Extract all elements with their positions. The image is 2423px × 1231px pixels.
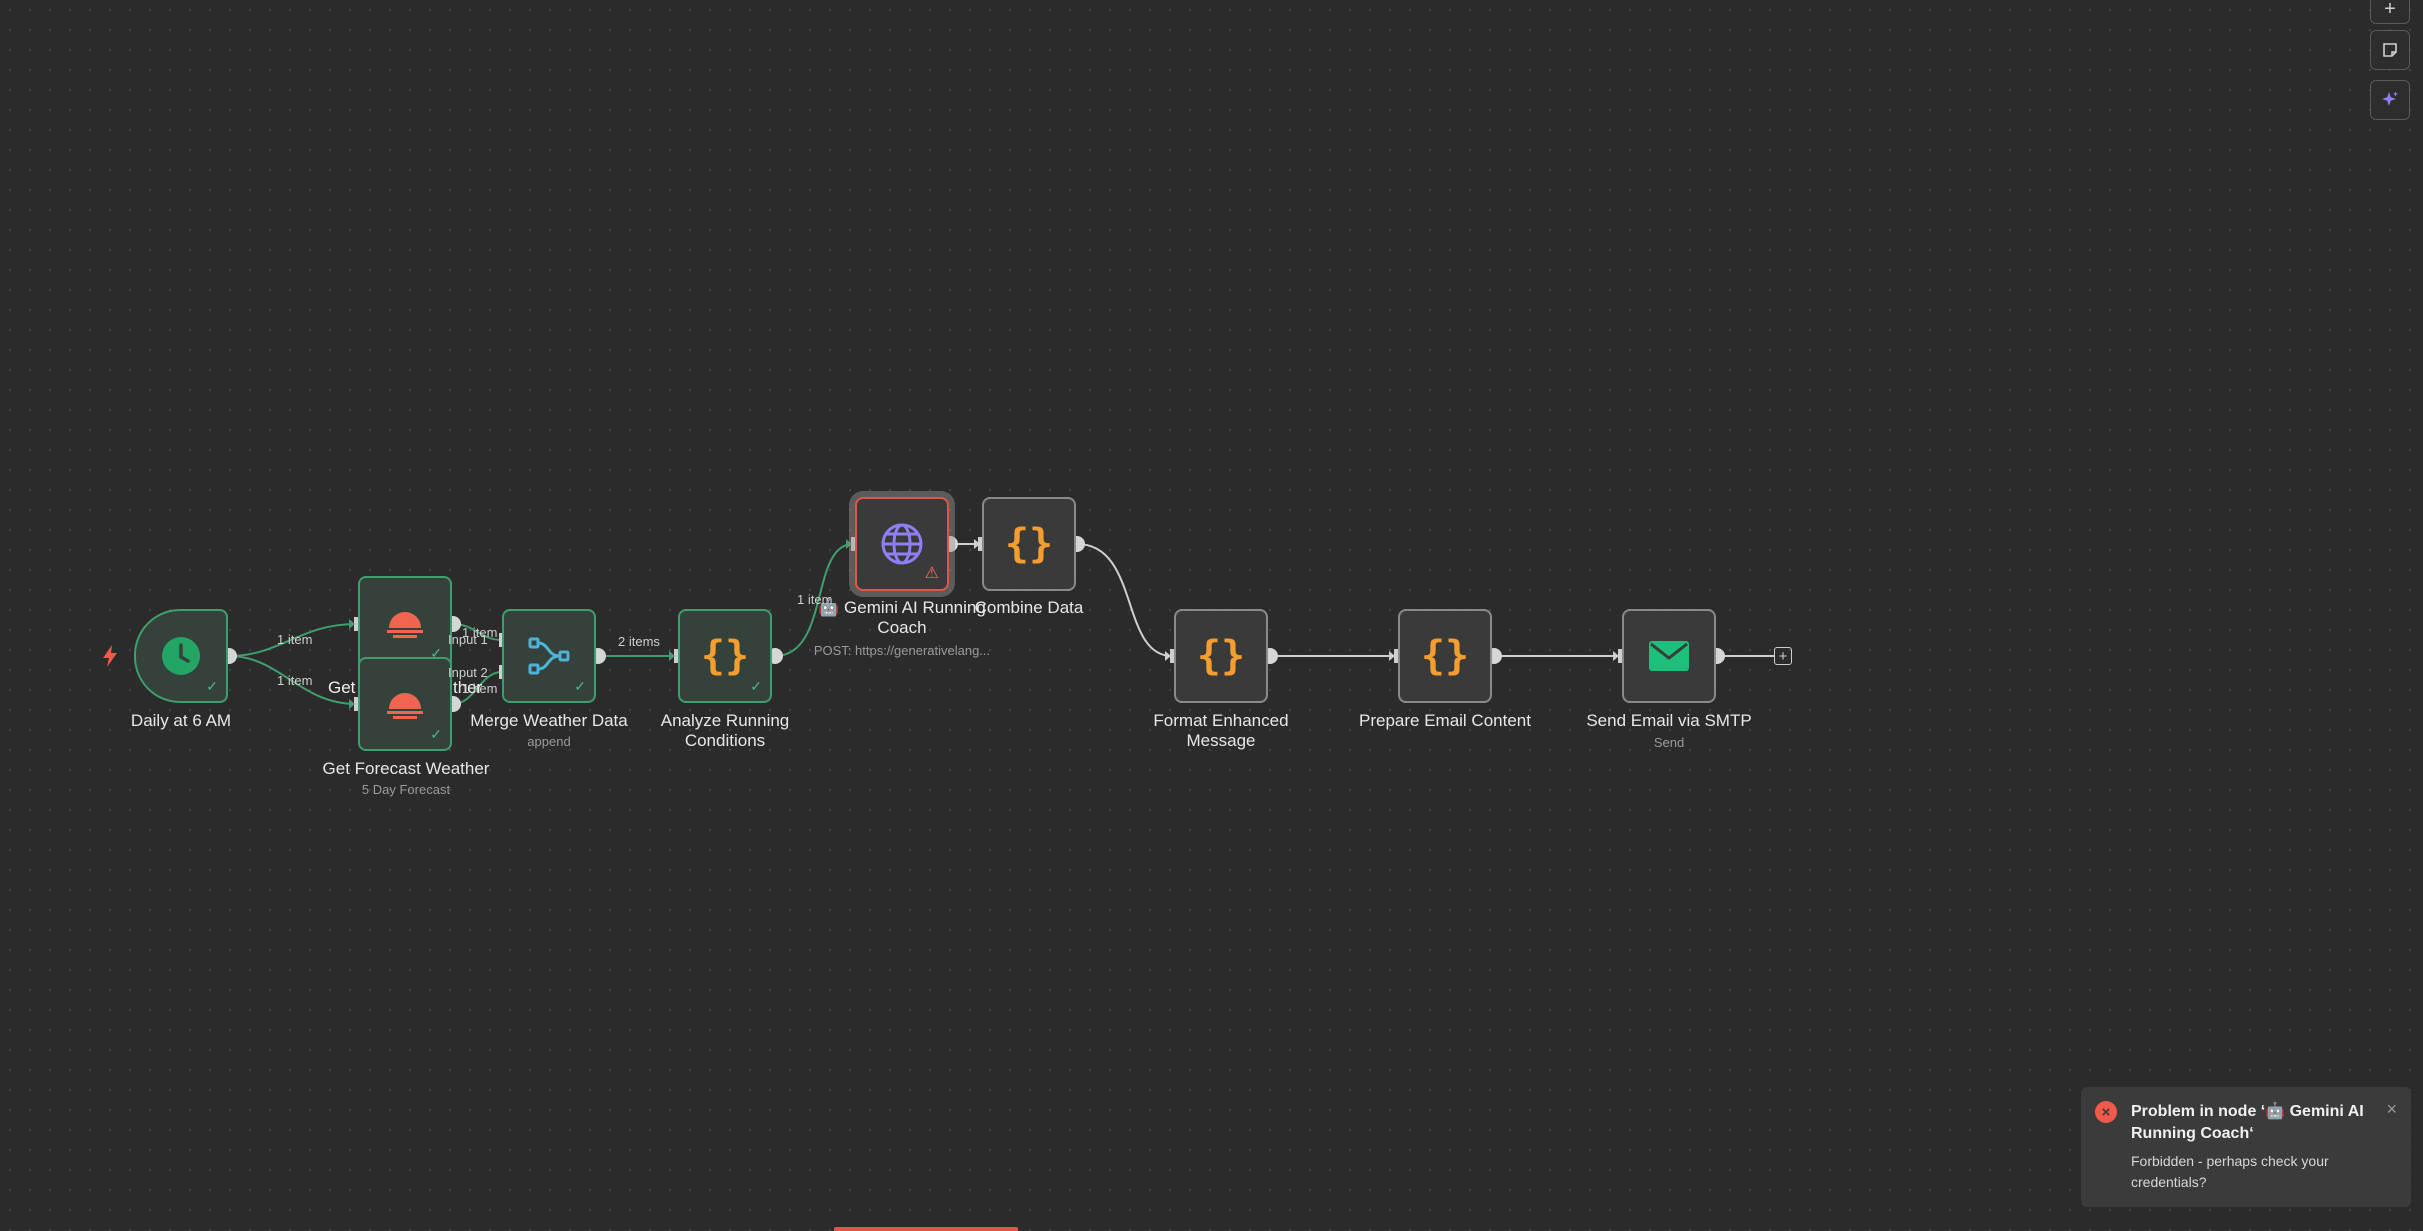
edge-label-current-merge: 1 item	[462, 625, 498, 640]
braces-icon: {}	[1004, 521, 1054, 567]
sticky-note-button[interactable]	[2370, 30, 2410, 70]
node-daily-label: Daily at 6 AM	[130, 711, 232, 730]
node-daily-at-6am[interactable]: ✓	[134, 609, 228, 703]
node-send-email-smtp[interactable]	[1622, 609, 1716, 703]
add-node-button[interactable]: +	[1774, 647, 1792, 665]
edge-analyze-gemini	[774, 543, 854, 657]
clock-icon	[162, 637, 200, 675]
edge-label-merge-analyze: 2 items	[618, 634, 660, 649]
node-combine-label: Combine Data	[974, 598, 1084, 617]
node-analyze-label-line2: Conditions	[684, 731, 766, 750]
node-gemini-ai-running-coach[interactable]: ⚠	[855, 497, 949, 591]
sparkle-icon	[2382, 91, 2398, 106]
edge-combine-format	[1076, 543, 1173, 657]
trigger-bolt-icon[interactable]	[100, 644, 120, 668]
node-merge-subtitle: append	[527, 734, 571, 749]
success-check-icon: ✓	[574, 678, 586, 694]
sunset-icon	[387, 612, 423, 638]
toast-message: Forbidden - perhaps check your credentia…	[2131, 1153, 2329, 1190]
node-prepare-email-content[interactable]: {}	[1398, 609, 1492, 703]
node-send-subtitle: Send	[1653, 735, 1685, 750]
node-current-label-fragment-2: ther	[453, 678, 483, 697]
execute-workflow-button-edge[interactable]	[834, 1227, 1018, 1231]
node-format-enhanced-message[interactable]: {}	[1174, 609, 1268, 703]
edge-daily-current	[228, 623, 357, 657]
braces-icon: {}	[700, 633, 750, 679]
node-analyze-label-line1: Analyze Running	[660, 711, 790, 730]
success-check-icon: ✓	[430, 645, 442, 661]
braces-icon: {}	[1196, 633, 1246, 679]
node-combine-data[interactable]: {}	[982, 497, 1076, 591]
error-toast: × Problem in node ‘🤖 Gemini AI Running C…	[2081, 1087, 2411, 1207]
envelope-icon	[1649, 641, 1689, 671]
node-get-current-weather[interactable]: ✓	[358, 576, 452, 670]
node-gemini-subtitle: POST: https://generativelang...	[813, 643, 991, 658]
plus-icon: +	[1778, 647, 1788, 665]
node-merge-label: Merge Weather Data	[470, 711, 628, 730]
toast-title: Problem in node ‘🤖 Gemini AI Running Coa…	[2131, 1103, 2364, 1142]
edge-label-daily-current: 1 item	[277, 632, 313, 647]
edge-label-merge-input1: Input 1	[448, 632, 488, 647]
zoom-in-button[interactable]: +	[2370, 0, 2410, 24]
node-prepare-label: Prepare Email Content	[1359, 711, 1531, 730]
input-handles	[354, 537, 1623, 711]
node-merge-weather-data[interactable]: ✓	[502, 609, 596, 703]
globe-icon	[881, 523, 923, 565]
node-format-label-line2: Message	[1186, 731, 1256, 750]
node-analyze-running-conditions[interactable]: {} ✓	[678, 609, 772, 703]
success-check-icon: ✓	[750, 678, 762, 694]
node-forecast-subtitle: 5 Day Forecast	[361, 782, 451, 797]
node-gemini-label-line1: 🤖 Gemini AI Running	[818, 598, 986, 617]
node-send-label: Send Email via SMTP	[1586, 711, 1752, 730]
plus-icon: +	[2384, 0, 2396, 20]
edge-label-daily-forecast: 1 item	[277, 673, 313, 688]
node-forecast-label: Get Forecast Weather	[322, 759, 490, 778]
success-check-icon: ✓	[206, 678, 218, 694]
success-check-icon: ✓	[430, 726, 442, 742]
node-current-label-fragment-1: Get	[328, 678, 356, 697]
error-circle-icon: ×	[2095, 1101, 2117, 1123]
merge-icon	[528, 637, 570, 675]
node-get-forecast-weather[interactable]: ✓	[358, 657, 452, 751]
braces-icon: {}	[1420, 633, 1470, 679]
arrowheads	[349, 539, 1619, 709]
edge-label-forecast-merge: 1 item	[462, 681, 498, 696]
edge-label-merge-input2: Input 2	[448, 665, 488, 680]
node-format-label-line1: Format Enhanced	[1153, 711, 1289, 730]
edge-daily-forecast	[228, 655, 357, 705]
edge-label-analyze-gemini: 1 item	[797, 592, 833, 607]
sticky-note-icon	[2383, 43, 2397, 57]
toast-close-button[interactable]: ×	[2386, 1099, 2397, 1119]
ai-assistant-button[interactable]	[2370, 80, 2410, 120]
node-gemini-label-line2: Coach	[877, 618, 927, 637]
sunset-icon	[387, 693, 423, 719]
warning-icon: ⚠	[924, 565, 939, 582]
